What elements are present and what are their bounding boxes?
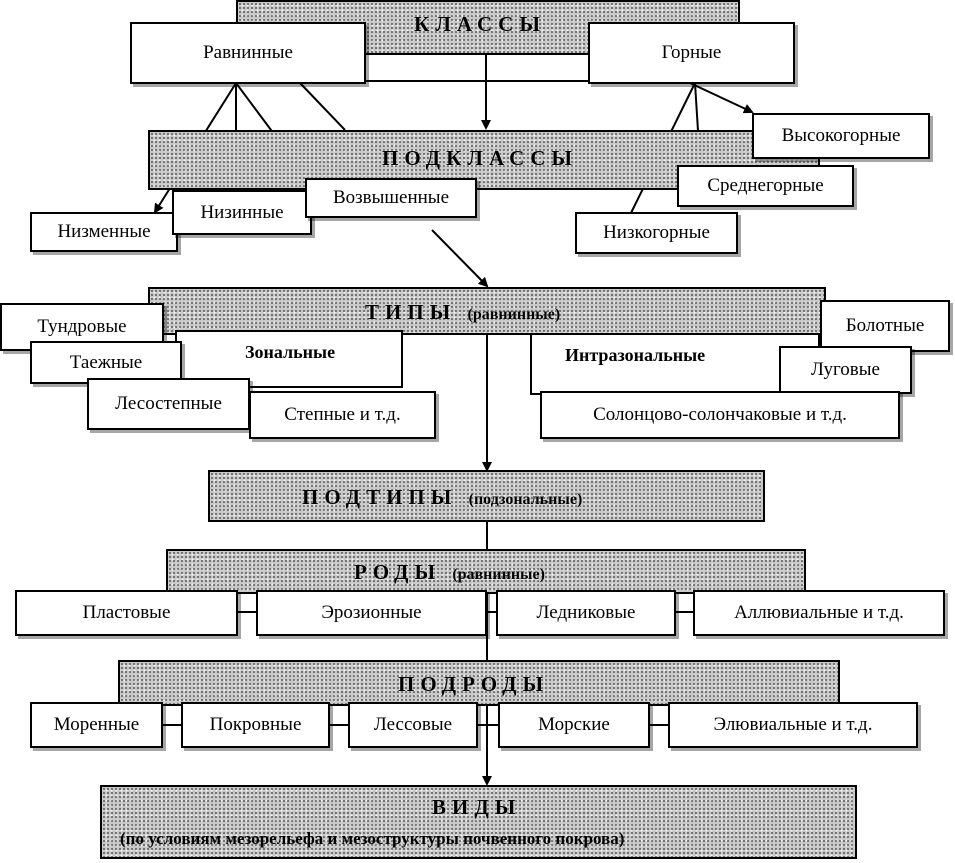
genus-box: Аллювиальные и т.д. (693, 590, 945, 636)
subtypes-band: ПОДТИПЫ (подзональные) (208, 470, 765, 522)
class-mountain-box: Горные (588, 22, 795, 84)
subgenus-box: Моренные (30, 702, 163, 748)
classes-connector-bar (365, 52, 590, 82)
subclass-elevated-box: Возвышенные (305, 178, 477, 218)
subtypes-title-note: (подзональные) (468, 491, 583, 508)
subclass-high-mountain-label: Высокогорные (781, 125, 901, 146)
genera-band: РОДЫ (равнинные) (166, 549, 806, 594)
subtypes-title: ПОДТИПЫ (подзональные) (302, 485, 582, 510)
genera-title: РОДЫ (равнинные) (354, 560, 545, 585)
genera-title-main: РОДЫ (354, 560, 442, 584)
type-steppe-label: Степные и т.д. (284, 404, 401, 425)
subclass-low-mountain-label: Низкогорные (603, 222, 710, 243)
type-tundra-label: Тундровые (37, 316, 127, 337)
type-swamp-box: Болотные (820, 300, 950, 352)
zonal-label: Зональные (245, 342, 336, 362)
type-swamp-label: Болотные (845, 315, 925, 336)
subgenus-box: Лессовые (348, 702, 478, 748)
subtypes-title-main: ПОДТИПЫ (302, 485, 458, 509)
arrow-subclasses-to-types (431, 229, 489, 288)
subclass-lowland-label: Низменные (57, 221, 151, 242)
class-plain-box: Равнинные (130, 22, 366, 84)
subgenus-label: Морские (538, 714, 610, 735)
subgenus-box: Морские (498, 702, 650, 748)
type-forest-steppe-label: Лесостепные (115, 393, 222, 414)
type-meadow-box: Луговые (779, 346, 912, 394)
genus-label: Эрозионные (321, 602, 422, 623)
subclass-low-mountain-box: Низкогорные (575, 212, 738, 254)
species-band: ВИДЫ (по условиям мезорельефа и мезостру… (100, 785, 857, 859)
genus-label: Ледниковые (536, 602, 636, 623)
subclass-elevated-label: Возвышенные (332, 187, 449, 208)
class-plain-label: Равнинные (203, 42, 293, 63)
subgenus-box: Покровные (181, 702, 330, 748)
types-band: ТИПЫ (равнинные) (148, 287, 826, 335)
subclass-mid-mountain-box: Среднегорные (677, 165, 854, 207)
subclass-high-mountain-box: Высокогорные (752, 113, 930, 159)
genus-box: Эрозионные (256, 590, 487, 636)
subclass-lowland-box: Низменные (30, 212, 178, 252)
genus-box: Пластовые (15, 590, 238, 636)
intrazonal-panel (530, 333, 820, 395)
subgenus-label: Моренные (53, 714, 140, 735)
genus-label: Пластовые (82, 602, 171, 623)
type-solonetz-box: Солонцово-солончаковые и т.д. (540, 391, 900, 439)
subgenera-band: ПОДРОДЫ (118, 660, 840, 706)
classes-title: КЛАССЫ (414, 12, 546, 36)
subgenus-box: Элювиальные и т.д. (668, 702, 918, 748)
subgenus-label: Покровные (209, 714, 302, 735)
type-taiga-box: Таежные (30, 341, 182, 384)
subclasses-title: ПОДКЛАССЫ (382, 146, 579, 170)
subgenera-title: ПОДРОДЫ (398, 672, 550, 696)
types-title: ТИПЫ (равнинные) (365, 300, 560, 325)
intrazonal-label: Интразональные (565, 345, 706, 365)
type-solonetz-label: Солонцово-солончаковые и т.д. (593, 404, 847, 425)
class-mountain-label: Горные (661, 42, 722, 63)
subclass-mid-mountain-label: Среднегорные (707, 175, 824, 196)
subclass-depression-label: Низинные (200, 201, 284, 223)
line-mountain-to-high (689, 82, 754, 114)
genus-box: Ледниковые (496, 590, 676, 636)
species-title: ВИДЫ (432, 795, 522, 819)
type-taiga-label: Таежные (69, 351, 143, 373)
species-subtitle: (по условиям мезорельефа и мезоструктуры… (120, 829, 625, 848)
type-forest-steppe-box: Лесостепные (87, 378, 250, 430)
type-meadow-label: Луговые (811, 359, 880, 380)
line-plain-to-band (299, 82, 346, 131)
types-title-main: ТИПЫ (365, 300, 457, 324)
type-steppe-box: Степные и т.д. (249, 391, 436, 439)
types-title-note: (равнинные) (467, 306, 561, 323)
genus-label: Аллювиальные и т.д. (734, 602, 904, 623)
subclass-depression-box: Низинные (172, 190, 312, 235)
genera-title-note: (равнинные) (452, 566, 545, 583)
subgenus-label: Элювиальные и т.д. (713, 714, 873, 735)
subgenus-label: Лессовые (373, 714, 453, 735)
